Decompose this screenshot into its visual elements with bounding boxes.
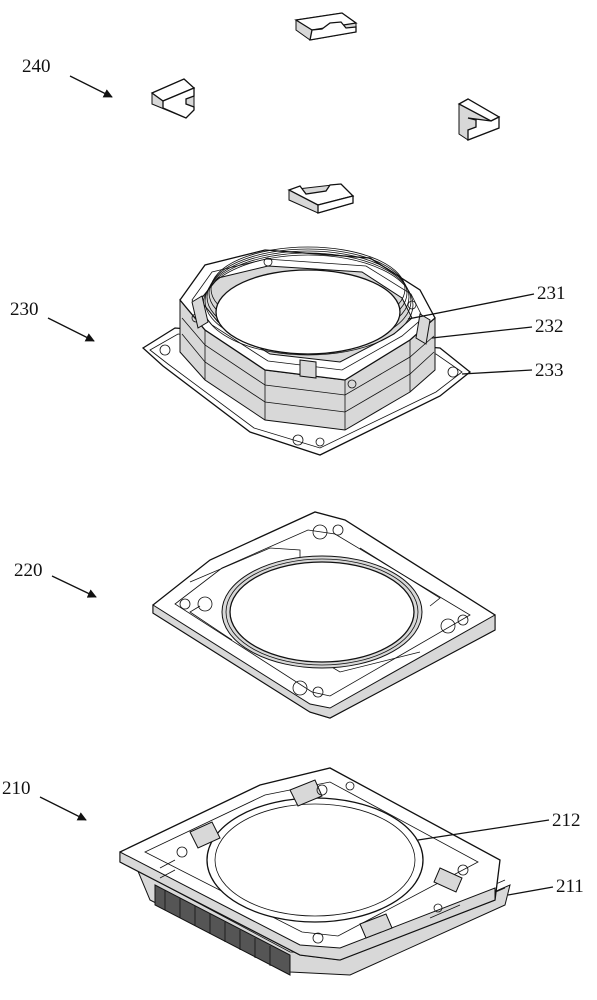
label-212-text: 212 xyxy=(552,810,581,831)
label-210: 210 xyxy=(2,778,87,821)
clip-right xyxy=(457,98,501,141)
clip-left xyxy=(150,78,196,119)
component-220-spring-plate xyxy=(152,511,496,719)
label-220-text: 220 xyxy=(14,560,43,581)
label-233-text: 233 xyxy=(535,360,564,381)
clip-bottom xyxy=(287,183,355,214)
label-212: 212 xyxy=(417,810,581,841)
label-240-text: 240 xyxy=(22,56,51,77)
label-233: 233 xyxy=(461,360,564,381)
component-230-coil-holder xyxy=(141,246,472,456)
component-240-clips xyxy=(150,12,501,214)
clip-top xyxy=(294,12,358,41)
label-231-text: 231 xyxy=(537,283,566,304)
label-232-text: 232 xyxy=(535,316,564,337)
label-211: 211 xyxy=(507,876,584,897)
label-211-text: 211 xyxy=(556,876,584,897)
label-232: 232 xyxy=(431,316,564,339)
label-230: 230 xyxy=(10,299,95,342)
label-230-text: 230 xyxy=(10,299,39,320)
label-240: 240 xyxy=(22,56,113,98)
label-210-text: 210 xyxy=(2,778,31,799)
component-210-base xyxy=(119,767,511,976)
label-231: 231 xyxy=(407,283,566,320)
label-220: 220 xyxy=(14,560,97,598)
